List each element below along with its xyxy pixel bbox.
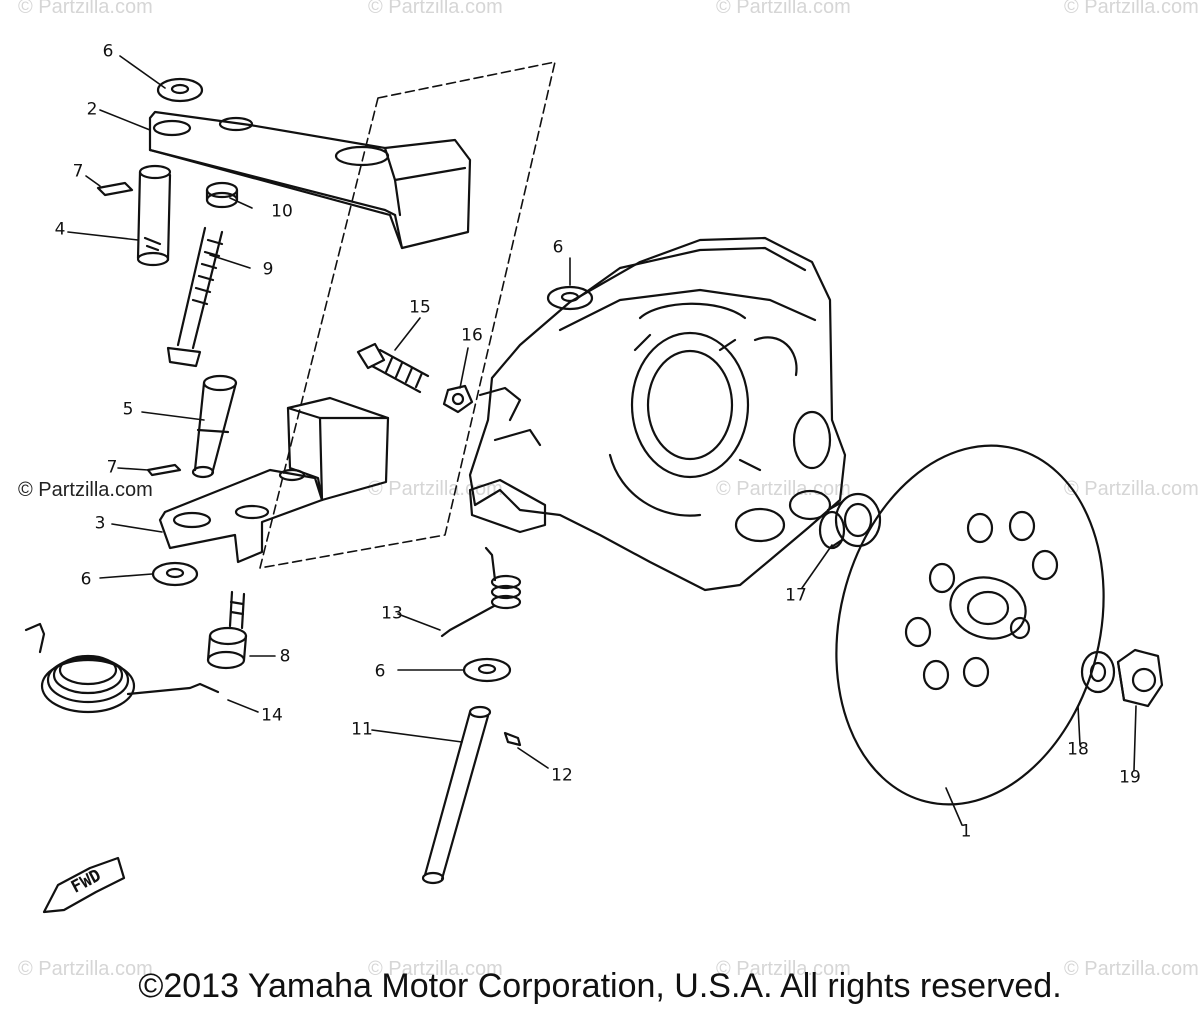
callout-7-lower: 7	[106, 457, 118, 478]
spring-part-14	[24, 622, 220, 714]
pin-part-7-upper	[96, 181, 134, 197]
watermark-bottom-2: © Partzilla.com	[368, 958, 503, 980]
collar-part-10	[205, 181, 239, 209]
washer-top	[156, 77, 204, 103]
watermark-bottom-4: © Partzilla.com	[1064, 958, 1199, 980]
callout-6-top: 6	[102, 41, 114, 62]
callout-7-upper: 7	[72, 161, 84, 182]
callout-11: 11	[351, 719, 373, 740]
watermark-mid-4: © Partzilla.com	[1064, 478, 1199, 500]
copyright-notice: ©2013 Yamaha Motor Corporation, U.S.A. A…	[138, 967, 1062, 1005]
upper-bracket-part	[148, 110, 472, 250]
callout-18: 18	[1067, 739, 1089, 760]
callout-6-lower-mid: 6	[374, 661, 386, 682]
clip-part-12	[503, 731, 522, 747]
callout-5: 5	[122, 399, 134, 420]
pulley-disc-part-1	[835, 444, 1105, 806]
watermark-top-3: © Partzilla.com	[716, 0, 851, 18]
callout-19: 19	[1119, 767, 1141, 788]
washer-lower-left	[151, 561, 199, 587]
watermark-top-4: © Partzilla.com	[1064, 0, 1199, 18]
callout-6-right: 6	[552, 237, 564, 258]
watermark-top-1: © Partzilla.com	[18, 0, 153, 18]
watermark-top-2: © Partzilla.com	[368, 0, 503, 18]
watermark-bottom-1: © Partzilla.com	[18, 958, 153, 980]
mounting-plane-outline	[259, 61, 556, 569]
pin-part-4	[136, 164, 172, 267]
callout-2: 2	[86, 99, 98, 120]
nut-part-19	[1116, 648, 1164, 708]
watermark-mid-3: © Partzilla.com	[716, 478, 851, 500]
pin-part-5	[191, 374, 238, 479]
washer-lower-mid	[462, 657, 512, 683]
watermark-mid-2: © Partzilla.com	[368, 478, 503, 500]
leader-lines	[67, 55, 1137, 826]
callout-14: 14	[261, 705, 283, 726]
callout-4: 4	[54, 219, 66, 240]
washer-mid-right	[546, 285, 594, 311]
callout-3: 3	[94, 513, 106, 534]
bolt-part-9	[166, 226, 224, 368]
callout-15: 15	[409, 297, 431, 318]
watermark-left-dark: © Partzilla.com	[18, 479, 153, 501]
callout-17: 17	[785, 585, 807, 606]
pin-part-11	[421, 705, 492, 885]
callout-12: 12	[551, 765, 573, 786]
bolt-part-15	[356, 342, 430, 394]
spring-part-13	[440, 546, 522, 638]
watermark-bottom-3: © Partzilla.com	[716, 958, 851, 980]
washer-part-18	[1080, 650, 1116, 694]
adjuster-part-8	[206, 590, 248, 670]
fwd-arrow	[42, 856, 126, 914]
callout-9: 9	[262, 259, 274, 280]
callout-16: 16	[461, 325, 483, 346]
nut-part-16	[442, 384, 474, 414]
callout-1: 1	[960, 821, 972, 842]
callout-10: 10	[271, 201, 293, 222]
callout-13: 13	[381, 603, 403, 624]
callout-8: 8	[279, 646, 291, 667]
lower-bracket-part	[158, 396, 390, 564]
housing-body	[468, 236, 847, 592]
callout-6-lower-left: 6	[80, 569, 92, 590]
bushing-part-17	[818, 492, 882, 550]
pin-part-7-lower	[146, 463, 182, 477]
